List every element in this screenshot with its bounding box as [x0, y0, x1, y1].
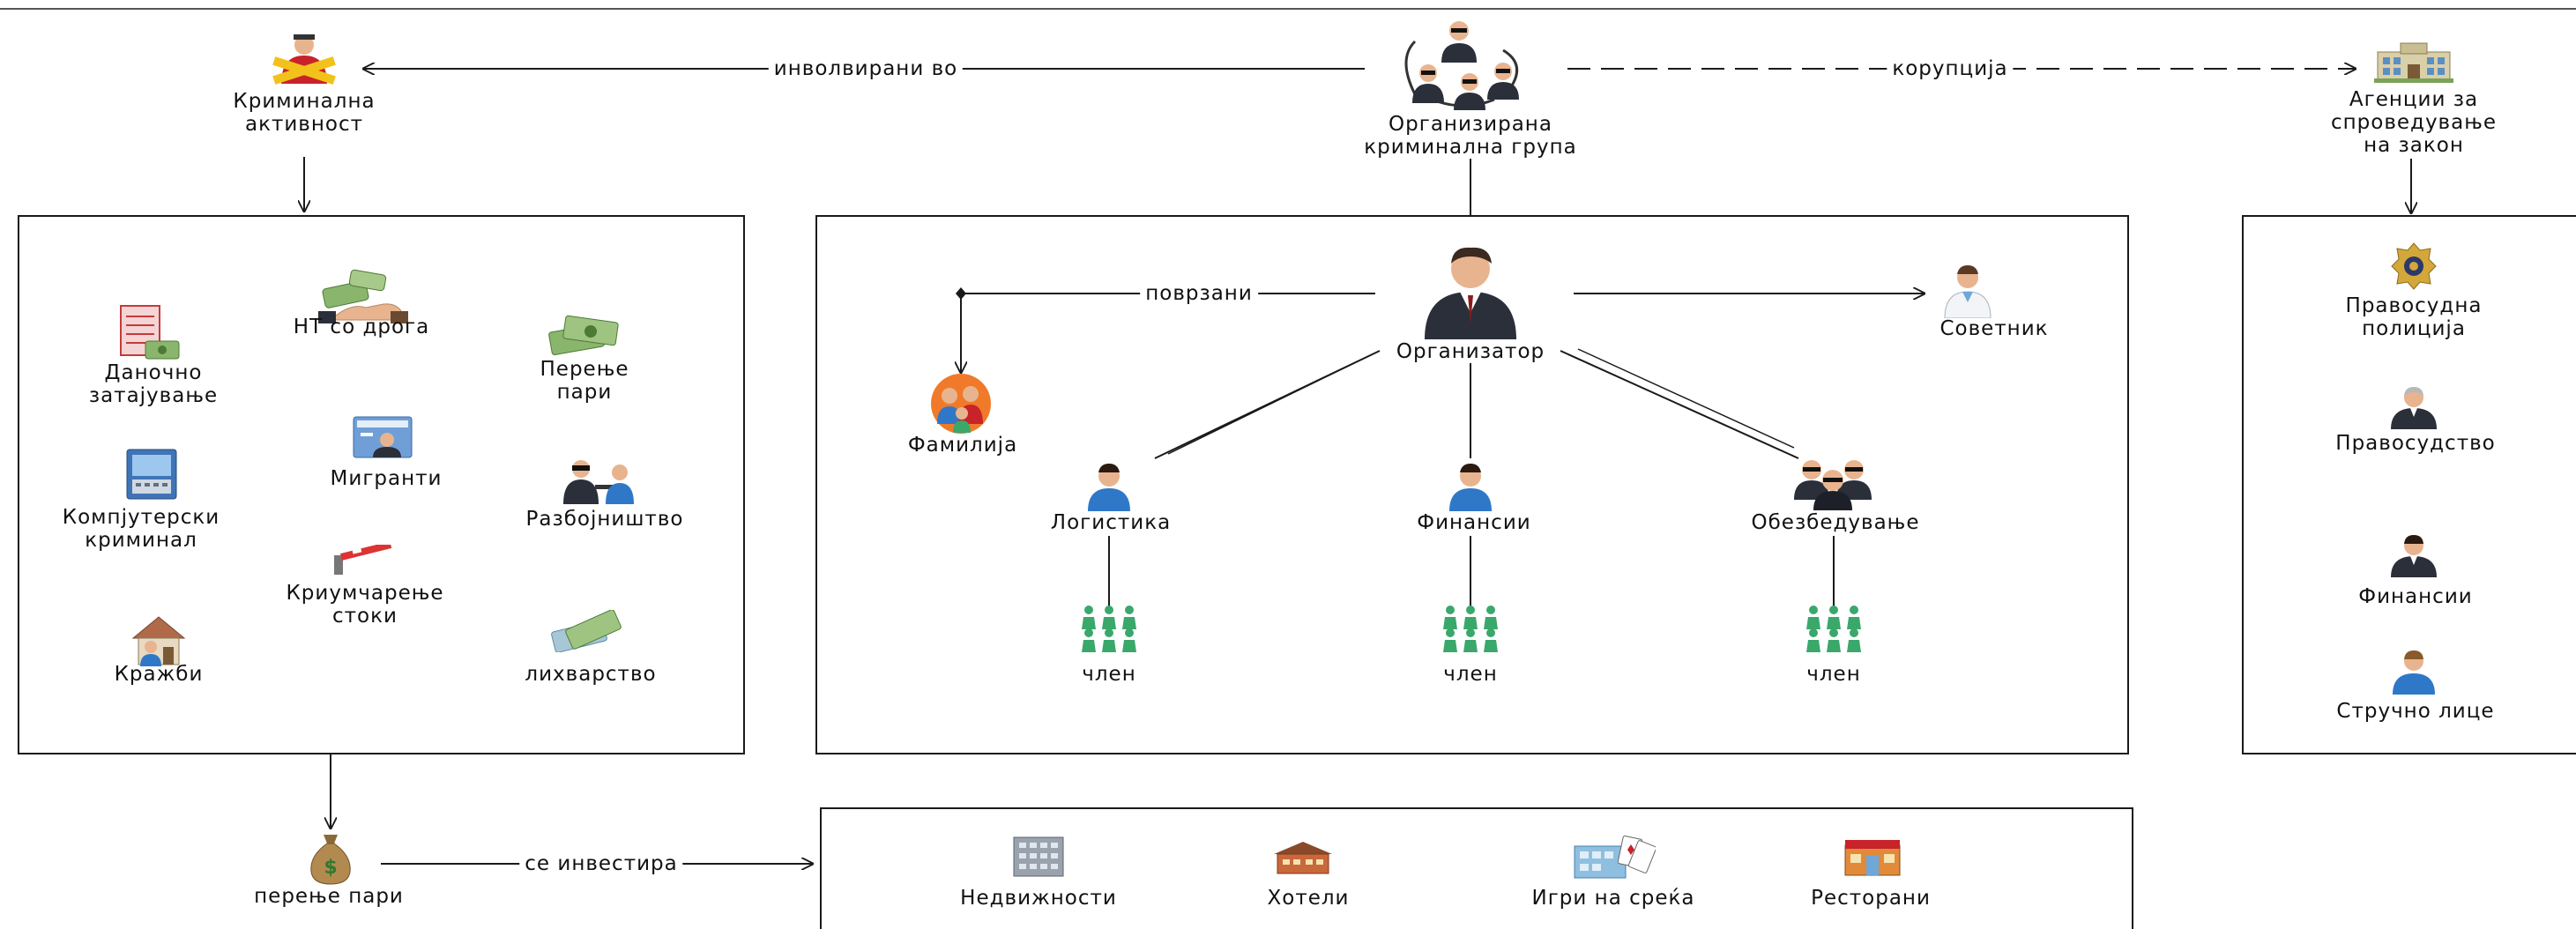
node-migrants: Мигранти — [330, 467, 443, 490]
law-agencies-icon — [2374, 40, 2453, 84]
criminal-activity-icon — [269, 31, 339, 85]
organizer-icon — [1418, 242, 1523, 339]
edge-org-logistics-2 — [1167, 360, 1359, 455]
node-computer-crime: Компјутерски криминал — [62, 506, 220, 552]
crime-activities-box — [18, 215, 745, 754]
node-member-3: член — [1806, 663, 1861, 686]
edge-org-security — [1560, 350, 1799, 459]
member-group-icon-3 — [1803, 605, 1865, 654]
svg-text:$: $ — [324, 857, 337, 879]
node-theft: Кражби — [114, 663, 204, 686]
node-judicial-police: Правосудна полиција — [2345, 294, 2483, 340]
restaurants-icon — [1840, 833, 1905, 877]
agency-finances-icon — [2387, 533, 2440, 577]
group-structure-box — [815, 215, 2129, 754]
node-money-laundering-act: Перење пари — [540, 358, 629, 404]
node-expert: Стручно лице — [2336, 700, 2495, 723]
node-smuggling: Криумчарење стоки — [286, 582, 444, 628]
judiciary-icon — [2387, 385, 2440, 429]
edge-related-diamond — [956, 287, 966, 300]
edge-label-related: поврзани — [1140, 282, 1258, 305]
computer-crime-icon — [123, 448, 180, 501]
node-judiciary: Правосудство — [2335, 432, 2496, 455]
node-advisor: Советник — [1939, 317, 2049, 340]
node-tax-evasion: Даночно затајување — [88, 361, 219, 407]
edge-label-corruption: корупција — [1887, 57, 2014, 80]
node-member-1: член — [1082, 663, 1136, 686]
node-robbery: Разбојништво — [525, 508, 684, 531]
node-criminal-activity: Криминална активност — [233, 90, 376, 136]
agencies-box — [2242, 215, 2576, 754]
security-icon — [1785, 456, 1882, 510]
gambling-icon — [1571, 832, 1656, 881]
finances-icon — [1446, 462, 1495, 511]
node-org-group: Организирана криминална група — [1364, 113, 1577, 159]
edge-label-invested: се инвестира — [519, 852, 683, 875]
investments-box — [820, 807, 2133, 929]
money-bag-icon: $ — [306, 831, 355, 886]
node-security: Обезбедување — [1751, 511, 1920, 534]
member-group-icon-2 — [1440, 605, 1501, 654]
tax-evasion-icon — [117, 302, 182, 364]
money-laundering-act-icon — [545, 308, 624, 358]
real-estate-icon — [1010, 832, 1067, 878]
node-organizer: Организатор — [1396, 340, 1545, 363]
member-group-icon-1 — [1078, 605, 1140, 654]
migrants-icon — [352, 415, 413, 459]
family-icon — [928, 371, 994, 436]
theft-icon — [128, 612, 190, 668]
node-family: Фамилија — [907, 434, 1018, 457]
logistics-icon — [1084, 462, 1134, 511]
node-gambling: Игри на среќа — [1531, 887, 1695, 910]
robbery-icon — [556, 457, 636, 506]
edge-label-involved: инволвирани во — [768, 57, 964, 80]
hotels-icon — [1270, 835, 1336, 875]
node-agency-finances: Финансии — [2358, 585, 2473, 608]
drug-trade-icon — [315, 267, 412, 325]
node-money-laundering: перење пари — [254, 885, 404, 908]
advisor-icon — [1941, 264, 1994, 318]
police-badge-icon — [2390, 242, 2438, 291]
node-law-agencies: Агенции за спроведување на закон — [2330, 88, 2498, 157]
node-drug-trade: НТ со дрога — [293, 316, 430, 338]
node-hotels: Хотели — [1267, 887, 1350, 910]
node-real-estate: Недвижности — [960, 887, 1117, 910]
usury-icon — [547, 610, 627, 652]
node-member-2: член — [1443, 663, 1498, 686]
expert-icon — [2389, 649, 2438, 695]
node-usury: лихварство — [525, 663, 657, 686]
node-logistics: Логистика — [1050, 511, 1172, 534]
edge-org-security-2 — [1577, 348, 1795, 449]
node-restaurants: Ресторани — [1811, 887, 1931, 910]
organized-group-icon — [1362, 15, 1565, 112]
smuggling-icon — [332, 545, 394, 576]
node-finances: Финансии — [1417, 511, 1531, 534]
